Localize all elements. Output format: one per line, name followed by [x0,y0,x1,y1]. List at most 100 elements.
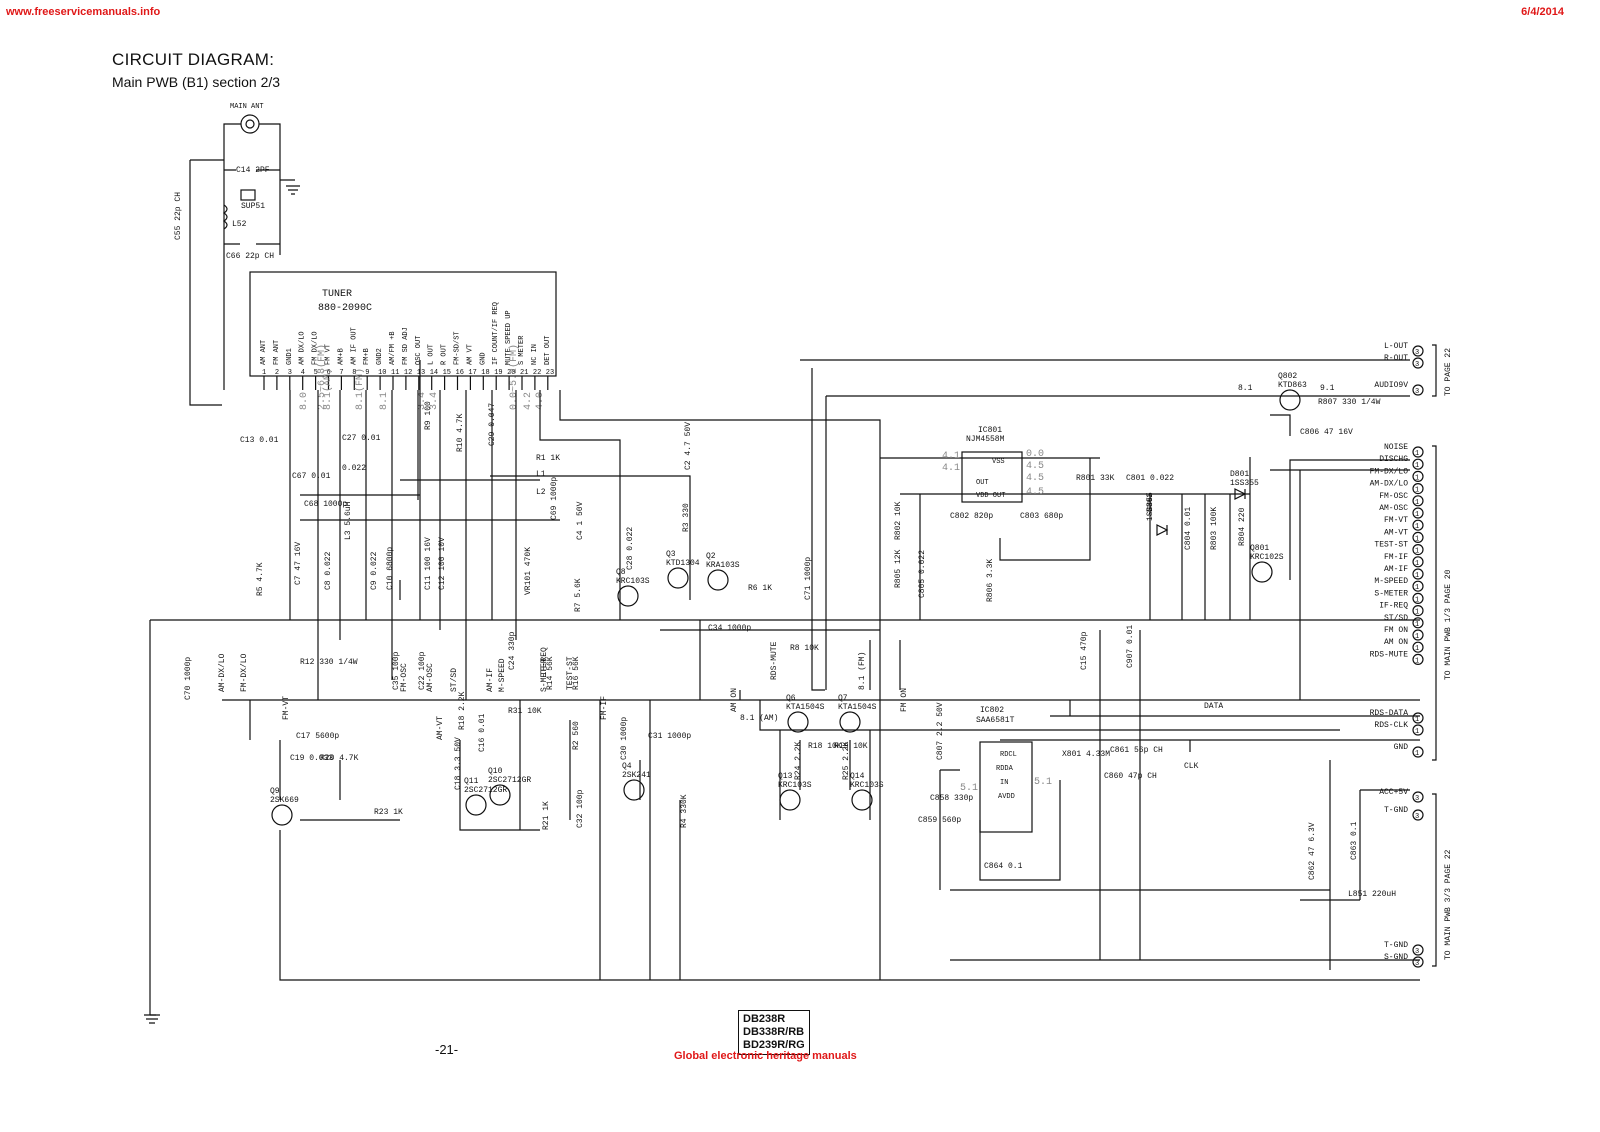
component-label: L2 [536,488,546,497]
page-number: -21- [435,1042,459,1057]
tuner-pin-number: 11 [391,369,399,377]
connector-right-pin-number: 1 [1415,523,1419,531]
component-label: C9 0.022 [370,551,379,590]
connector-top-signal: R-OUT [1384,354,1408,363]
connector-right-signal: AM-OSC [1379,504,1408,513]
transistor-ref: Q14 [850,772,865,781]
transistor-part: KRC103S [616,577,650,586]
transistor-icon [271,804,293,826]
ic801-pin-vss: VSS [992,458,1005,466]
ic801-v-out2: 4.5 [1026,461,1044,472]
net-label: 8.1 (AM) [740,714,778,723]
diode-part: 1SS355 [1230,479,1259,488]
tuner-pin-number: 17 [468,369,476,377]
tuner-pin-number: 3 [288,369,292,377]
connector-right-pin-icon [1412,568,1424,580]
net-label: DATA [1204,702,1223,711]
transistor-icon [1279,389,1301,411]
footer-credit[interactable]: Global electronic heritage manuals [674,1050,857,1062]
transistor-part: 2SK669 [270,796,299,805]
ic801-v-out1: 0.0 [1026,449,1044,460]
net-label: TEST-ST [566,656,575,690]
tuner-pin-number: 9 [365,369,369,377]
component-label: R20 4.7K [320,754,359,763]
connector-right-bracket [1432,445,1437,761]
component-label: C806 47 16V [1300,428,1353,437]
ic801-v-in2: 4.1 [942,463,960,474]
source-url[interactable]: www.freeservicemanuals.info [6,6,161,18]
component-label: C27 0.01 [342,434,381,443]
pin-voltage: 8.1 [379,392,390,410]
net-label: ST/SD [450,668,459,692]
connector-right-pin-icon [1412,653,1424,666]
tuner-pin-label: S METER [518,335,526,365]
tuner-pin-label: AM IF OUT [350,327,358,365]
connector-right-pin-number: 1 [1415,609,1419,617]
l52-label: L52 [232,220,247,229]
diode-icon [1156,524,1169,536]
transistor-icon [707,569,729,591]
component-label: R10 4.7K [456,413,465,452]
connector-bottom-signal: T-GND [1384,806,1408,815]
tuner-pin-label: FM DX/LO [312,331,320,365]
transistor-part: KRC103S [850,781,884,790]
component-label: R3 330 [682,503,691,532]
connector-right-pin-icon [1412,724,1424,736]
connector-top-pin-number: 3 [1415,349,1419,357]
component-label: C4 1 50V [576,501,585,540]
component-label: C17 5600p [296,732,339,741]
tuner-pin-label: AM DX/LO [299,331,307,365]
ic802-v2: 5.1 [1034,777,1052,788]
component-label: 0.022 [342,464,366,473]
net-label: FM-OSC [400,663,409,692]
c55-label: C55 22p CH [174,192,183,240]
tuner-pin-label: GND [479,352,487,365]
connector-right-signal: RDS-MUTE [1370,650,1409,659]
component-label: R807 330 1/4W [1318,398,1381,407]
ic801-v-out3: 4.5 [1026,473,1044,484]
transistor-icon [779,789,801,811]
component-label: C34 1000p [708,624,751,633]
transistor-icon [465,794,487,816]
ic802-pin-in: IN [1000,779,1008,787]
transistor-ref: Q4 [622,762,632,771]
component-label: X801 4.33M [1062,750,1110,759]
component-label: C31 1000p [648,732,691,741]
component-label: R31 10K [508,707,542,716]
transistor-icon [667,567,689,589]
component-label: C24 330p [508,631,517,670]
connector-top-signal: AUDIO9V [1374,381,1408,390]
component-label: R4 330K [680,794,689,828]
component-label: L851 220uH [1348,890,1396,899]
connector-right-signal: IF-REQ [1379,602,1408,611]
ic802-v1: 5.1 [960,783,978,794]
net-label: FM-DX/LO [240,653,249,692]
component-label: R7 5.6K [574,578,583,612]
transistor-part: 2SC2712GR [488,776,531,785]
connector-bottom-pin-number: 3 [1415,795,1419,803]
net-label: 9.1 [1320,384,1335,393]
component-label: R18 10K [808,742,842,751]
connector-right-pin-icon [1412,458,1424,470]
ic801: IC801 NJM4558M VSS OUT VDD OUT 4.1 4.1 0… [942,426,1044,503]
tuner-pin-label: AM/FM +B [389,331,397,365]
transistor-icon [623,779,645,801]
connector-right-signal: DISCHG [1379,455,1408,464]
ic802-pin-rdda: RDDA [996,765,1014,773]
component-label: C71 1000p [804,557,813,600]
component-label: C12 100 10V [438,537,447,590]
component-label: C807 2.2 50V [936,702,945,760]
connector-right-signal: GND [1394,743,1409,752]
transistor-icon [851,789,873,811]
component-label: R1 1K [536,454,560,463]
component-label: C907 0.01 [1126,625,1135,668]
connector-right-pin-icon [1412,604,1424,617]
tuner-part: 880-2090C [318,303,372,314]
transistor-ref: Q13 [778,772,793,781]
component-label: C19 0.033 [290,754,333,763]
transistor-part: KTD863 [1278,381,1307,390]
component-label: C32 100p [576,789,585,828]
tuner-pin-number: 16 [456,369,464,377]
transistor-part: KTA1504S [838,703,877,712]
